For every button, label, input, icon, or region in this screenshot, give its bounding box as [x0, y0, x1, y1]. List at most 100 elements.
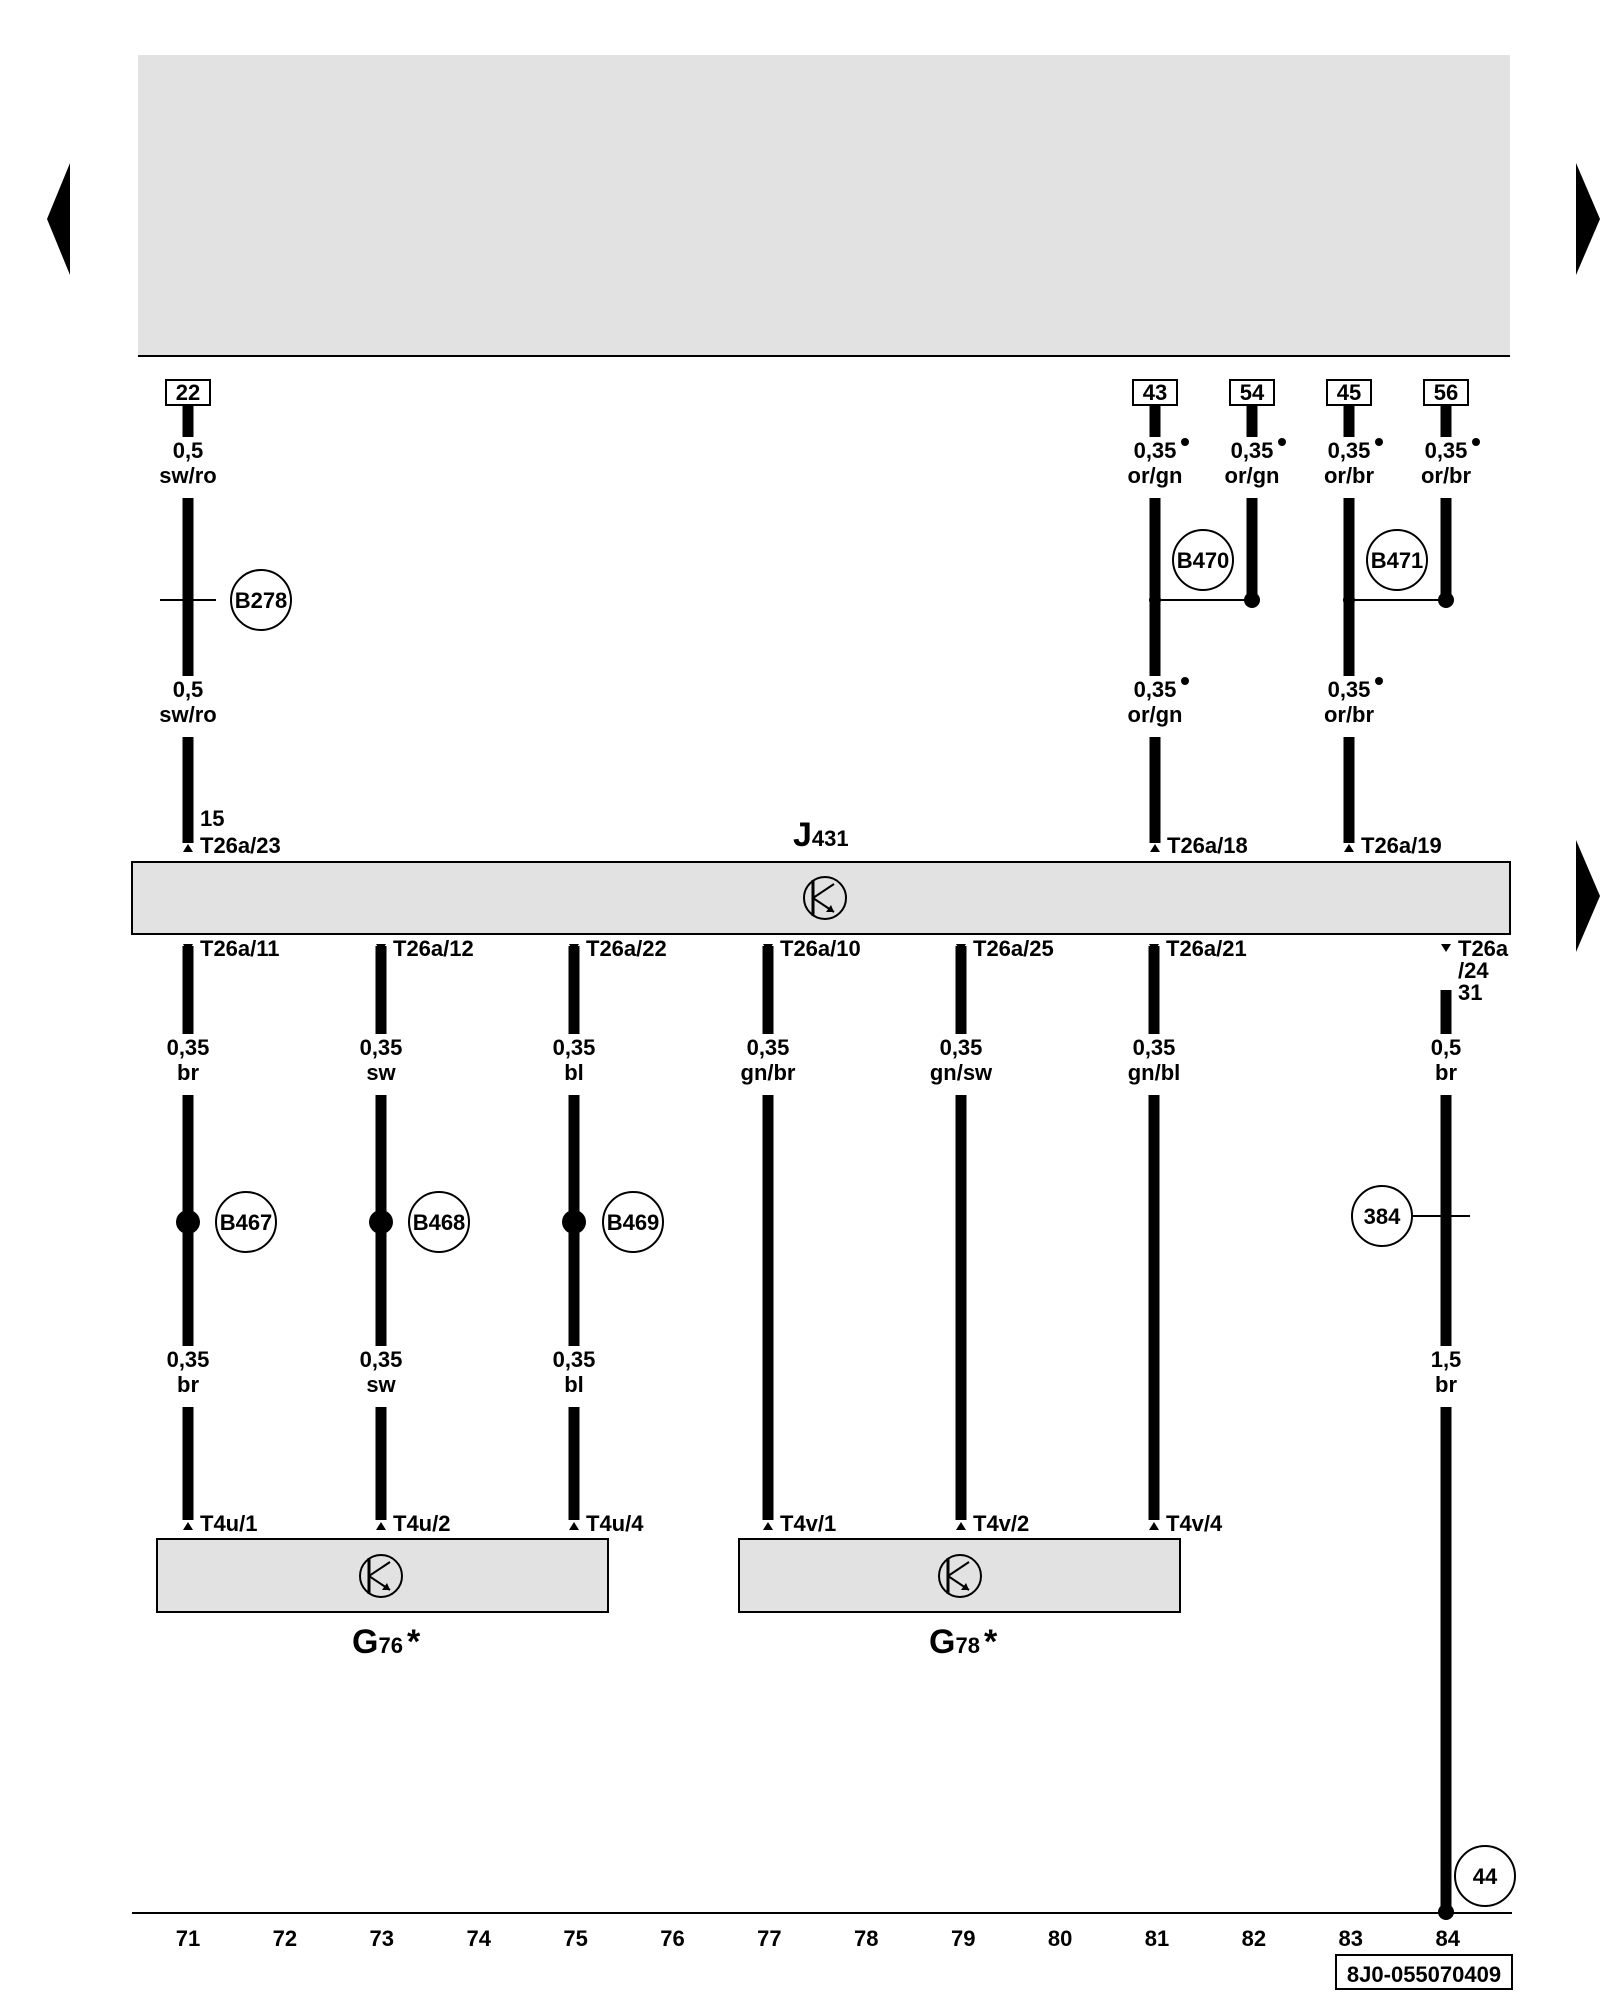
pin-marker	[376, 944, 386, 952]
g76-label: G76*	[352, 1623, 421, 1661]
next-page-arrow-top[interactable]	[1576, 163, 1600, 275]
next-page-arrow-middle[interactable]	[1576, 840, 1600, 952]
wire-size-label: 0,35	[167, 1347, 210, 1372]
wire-mark-dot	[1278, 438, 1286, 446]
ref-box-45[interactable]	[1326, 379, 1372, 406]
pin-marker	[183, 1522, 193, 1530]
track-number: 80	[1048, 1926, 1072, 1951]
wires	[160, 406, 1470, 1912]
wire-labels: 0,5sw/ro0,5sw/ro0,35or/gn0,35or/gn0,35or…	[159, 438, 1480, 1397]
wire-color-label: gn/sw	[930, 1060, 993, 1085]
j431-symbol	[803, 876, 847, 920]
wire-mark-dot	[1472, 438, 1480, 446]
pin-label: T26a/19	[1361, 833, 1442, 858]
splice-label: B470	[1177, 548, 1230, 573]
pin-label: T26a/10	[780, 936, 861, 961]
junction-dots	[176, 592, 1454, 1920]
track-number: 82	[1242, 1926, 1266, 1951]
pin-label: T26a/11	[200, 936, 280, 961]
junction-dot	[1438, 592, 1454, 608]
wire-size-label: 0,35	[1134, 438, 1177, 463]
pin-marker	[569, 1522, 579, 1530]
ref-box-56[interactable]	[1423, 379, 1469, 406]
pin-marker	[183, 944, 193, 952]
wire-color-label: gn/br	[741, 1060, 796, 1085]
splice-B468[interactable]	[408, 1191, 470, 1253]
junction-dot	[176, 1210, 200, 1234]
g78-symbol	[938, 1554, 982, 1598]
wire-color-label: bl	[564, 1060, 584, 1085]
doc-code-box	[1335, 1954, 1513, 1990]
wire-color-label: bl	[564, 1372, 584, 1397]
pin-marker	[956, 944, 966, 952]
pin-label-cont: /24	[1458, 958, 1489, 983]
ref-box-number: 56	[1434, 380, 1458, 405]
track-number: 75	[563, 1926, 587, 1951]
wire-color-label: sw	[366, 1372, 396, 1397]
g76-symbol	[359, 1554, 403, 1598]
wire-mark-dot	[1181, 677, 1189, 685]
g76-sensor[interactable]	[156, 1538, 609, 1613]
splice-B470[interactable]	[1172, 529, 1234, 591]
track-number: 71	[176, 1926, 200, 1951]
pin-label: T26a/18	[1167, 833, 1248, 858]
junction-dot	[562, 1210, 586, 1234]
wire-size-label: 0,5	[1431, 1035, 1462, 1060]
wire-color-label: or/gn	[1225, 463, 1280, 488]
pin-marker	[956, 1522, 966, 1530]
pin-label: T4u/4	[586, 1511, 644, 1536]
splice-B469[interactable]	[602, 1191, 664, 1253]
track-number: 74	[466, 1926, 491, 1951]
pin-marker	[1149, 944, 1159, 952]
wire-color-label: or/br	[1324, 702, 1375, 727]
pin-marker	[1149, 1522, 1159, 1530]
ref-box-number: 22	[176, 380, 200, 405]
junction-dot	[1441, 1211, 1451, 1221]
wire-color-label: or/br	[1421, 463, 1472, 488]
splice-label: 44	[1473, 1864, 1498, 1889]
wire-size-label: 0,35	[1134, 677, 1177, 702]
track-number: 84	[1435, 1926, 1460, 1951]
wire-color-label: br	[1435, 1372, 1457, 1397]
wire-color-label: br	[1435, 1060, 1457, 1085]
wire-size-label: 0,35	[360, 1035, 403, 1060]
ref-box-43[interactable]	[1132, 379, 1178, 406]
ref-box-54[interactable]	[1229, 379, 1275, 406]
header-panel	[138, 55, 1510, 355]
pin-label: T4v/4	[1166, 1511, 1223, 1536]
splice-384[interactable]	[1351, 1185, 1413, 1247]
splice-label: B468	[413, 1210, 466, 1235]
wire-color-label: br	[177, 1372, 199, 1397]
wire-color-label: sw	[366, 1060, 396, 1085]
pin-label: T26a	[1458, 936, 1509, 961]
splice-B471[interactable]	[1366, 529, 1428, 591]
wire-color-label: sw/ro	[159, 463, 216, 488]
track-number: 73	[370, 1926, 394, 1951]
ref-box-22[interactable]	[165, 379, 211, 406]
splice-label: B467	[220, 1210, 273, 1235]
prev-page-arrow[interactable]	[47, 163, 70, 275]
pin-label: T26a/21	[1166, 936, 1247, 961]
wire-size-label: 0,5	[173, 677, 204, 702]
wire-color-label: or/gn	[1128, 463, 1183, 488]
track-number: 78	[854, 1926, 878, 1951]
ref-box-number: 43	[1143, 380, 1167, 405]
junction-dot	[369, 1210, 393, 1234]
track-number: 72	[273, 1926, 297, 1951]
splice-B467[interactable]	[215, 1191, 277, 1253]
splice-B278[interactable]	[230, 569, 292, 631]
wire-size-label: 0,35	[1328, 438, 1371, 463]
wire-size-label: 0,35	[553, 1035, 596, 1060]
track-number: 81	[1145, 1926, 1169, 1951]
pin-marker	[1344, 844, 1354, 852]
ref-box-number: 54	[1240, 380, 1265, 405]
track-number: 79	[951, 1926, 975, 1951]
splice-44[interactable]	[1454, 1845, 1516, 1907]
junction-dot	[1244, 592, 1260, 608]
wire-mark-dot	[1375, 677, 1383, 685]
wire-size-label: 0,5	[173, 438, 204, 463]
g78-sensor[interactable]	[738, 1538, 1181, 1613]
pin-label: T26a/25	[973, 936, 1054, 961]
pin-marker	[1441, 944, 1451, 952]
j431-control-unit[interactable]	[131, 861, 1511, 935]
